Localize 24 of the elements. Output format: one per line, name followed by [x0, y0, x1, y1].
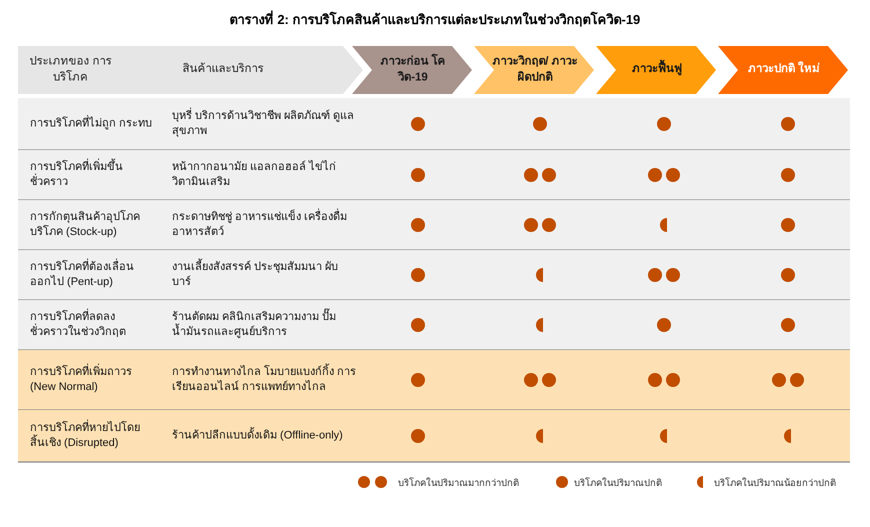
consumption-type: การบริโภคที่ไม่ถูก กระทบ — [30, 116, 155, 132]
product-list: ร้านค้าปลีกแบบดั้งเดิม (Offline-only) — [172, 428, 357, 444]
column-header: ภาวะก่อน โควิด-19 — [379, 54, 447, 85]
consumption-type: การบริโภคที่หายไปโดย สิ้นเชิง (Disrupted) — [30, 421, 155, 451]
consumption-type: การบริโภคที่ต้องเลื่อน ออกไป (Pent-up) — [30, 260, 155, 290]
column-header: ประเภทของ การบริโภค — [28, 54, 113, 85]
legend-text: บริโภคในปริมาณปกติ — [574, 476, 662, 490]
product-list: หน้ากากอนามัย แอลกอฮอล์ ไข่ไก่ วิตามินเสริม — [172, 160, 357, 190]
consumption-type: การกักตุนสินค้าอุปโภค บริโภค (Stock-up) — [30, 210, 141, 240]
product-list: งานเลี้ยงสังสรรค์ ประชุมสัมมนา ผับบาร์ — [172, 260, 357, 290]
table-title: ตารางที่ 2: การบริโภคสินค้าและบริการแต่ละประเภทในช่วงวิกฤตโควิด-19 — [228, 10, 642, 29]
consumption-type: การบริโภคที่ลดลง ชั่วคราวในช่วงวิกฤต — [30, 310, 155, 340]
consumption-type: การบริโภคที่เพิ่มขึ้น ชั่วคราว — [30, 160, 155, 190]
legend-text: บริโภคในปริมาณมากกว่าปกติ — [398, 476, 519, 490]
legend-text: บริโภคในปริมาณน้อยกว่าปกติ — [714, 476, 836, 490]
column-header: ภาวะฟื้นฟู — [614, 62, 700, 78]
product-list: ร้านตัดผม คลินิกเสริมความงาม ปั๊มน้ำมันรถและศูนย์บริการ — [172, 310, 357, 340]
column-header: ภาวะวิกฤต/ ภาวะผิดปกติ — [492, 54, 578, 85]
consumption-type: การบริโภคที่เพิ่มถาวร (New Normal) — [30, 365, 155, 395]
column-header: ภาวะปกติ ใหม่ — [746, 62, 822, 78]
product-list: บุหรี่ บริการด้านวิชาชีพ ผลิตภัณฑ์ ดูแลสุขภาพ — [172, 109, 357, 139]
product-list: กระดาษทิชชู่ อาหารแช่แข็ง เครื่องดื่ม อาหารสัตว์ — [172, 210, 357, 240]
product-list: การทำงานทางไกล โมบายแบงก์กิ้ง การเรียนออนไลน์ การแพทย์ทางไกล — [172, 365, 357, 395]
column-header: สินค้าและบริการ — [182, 62, 264, 78]
